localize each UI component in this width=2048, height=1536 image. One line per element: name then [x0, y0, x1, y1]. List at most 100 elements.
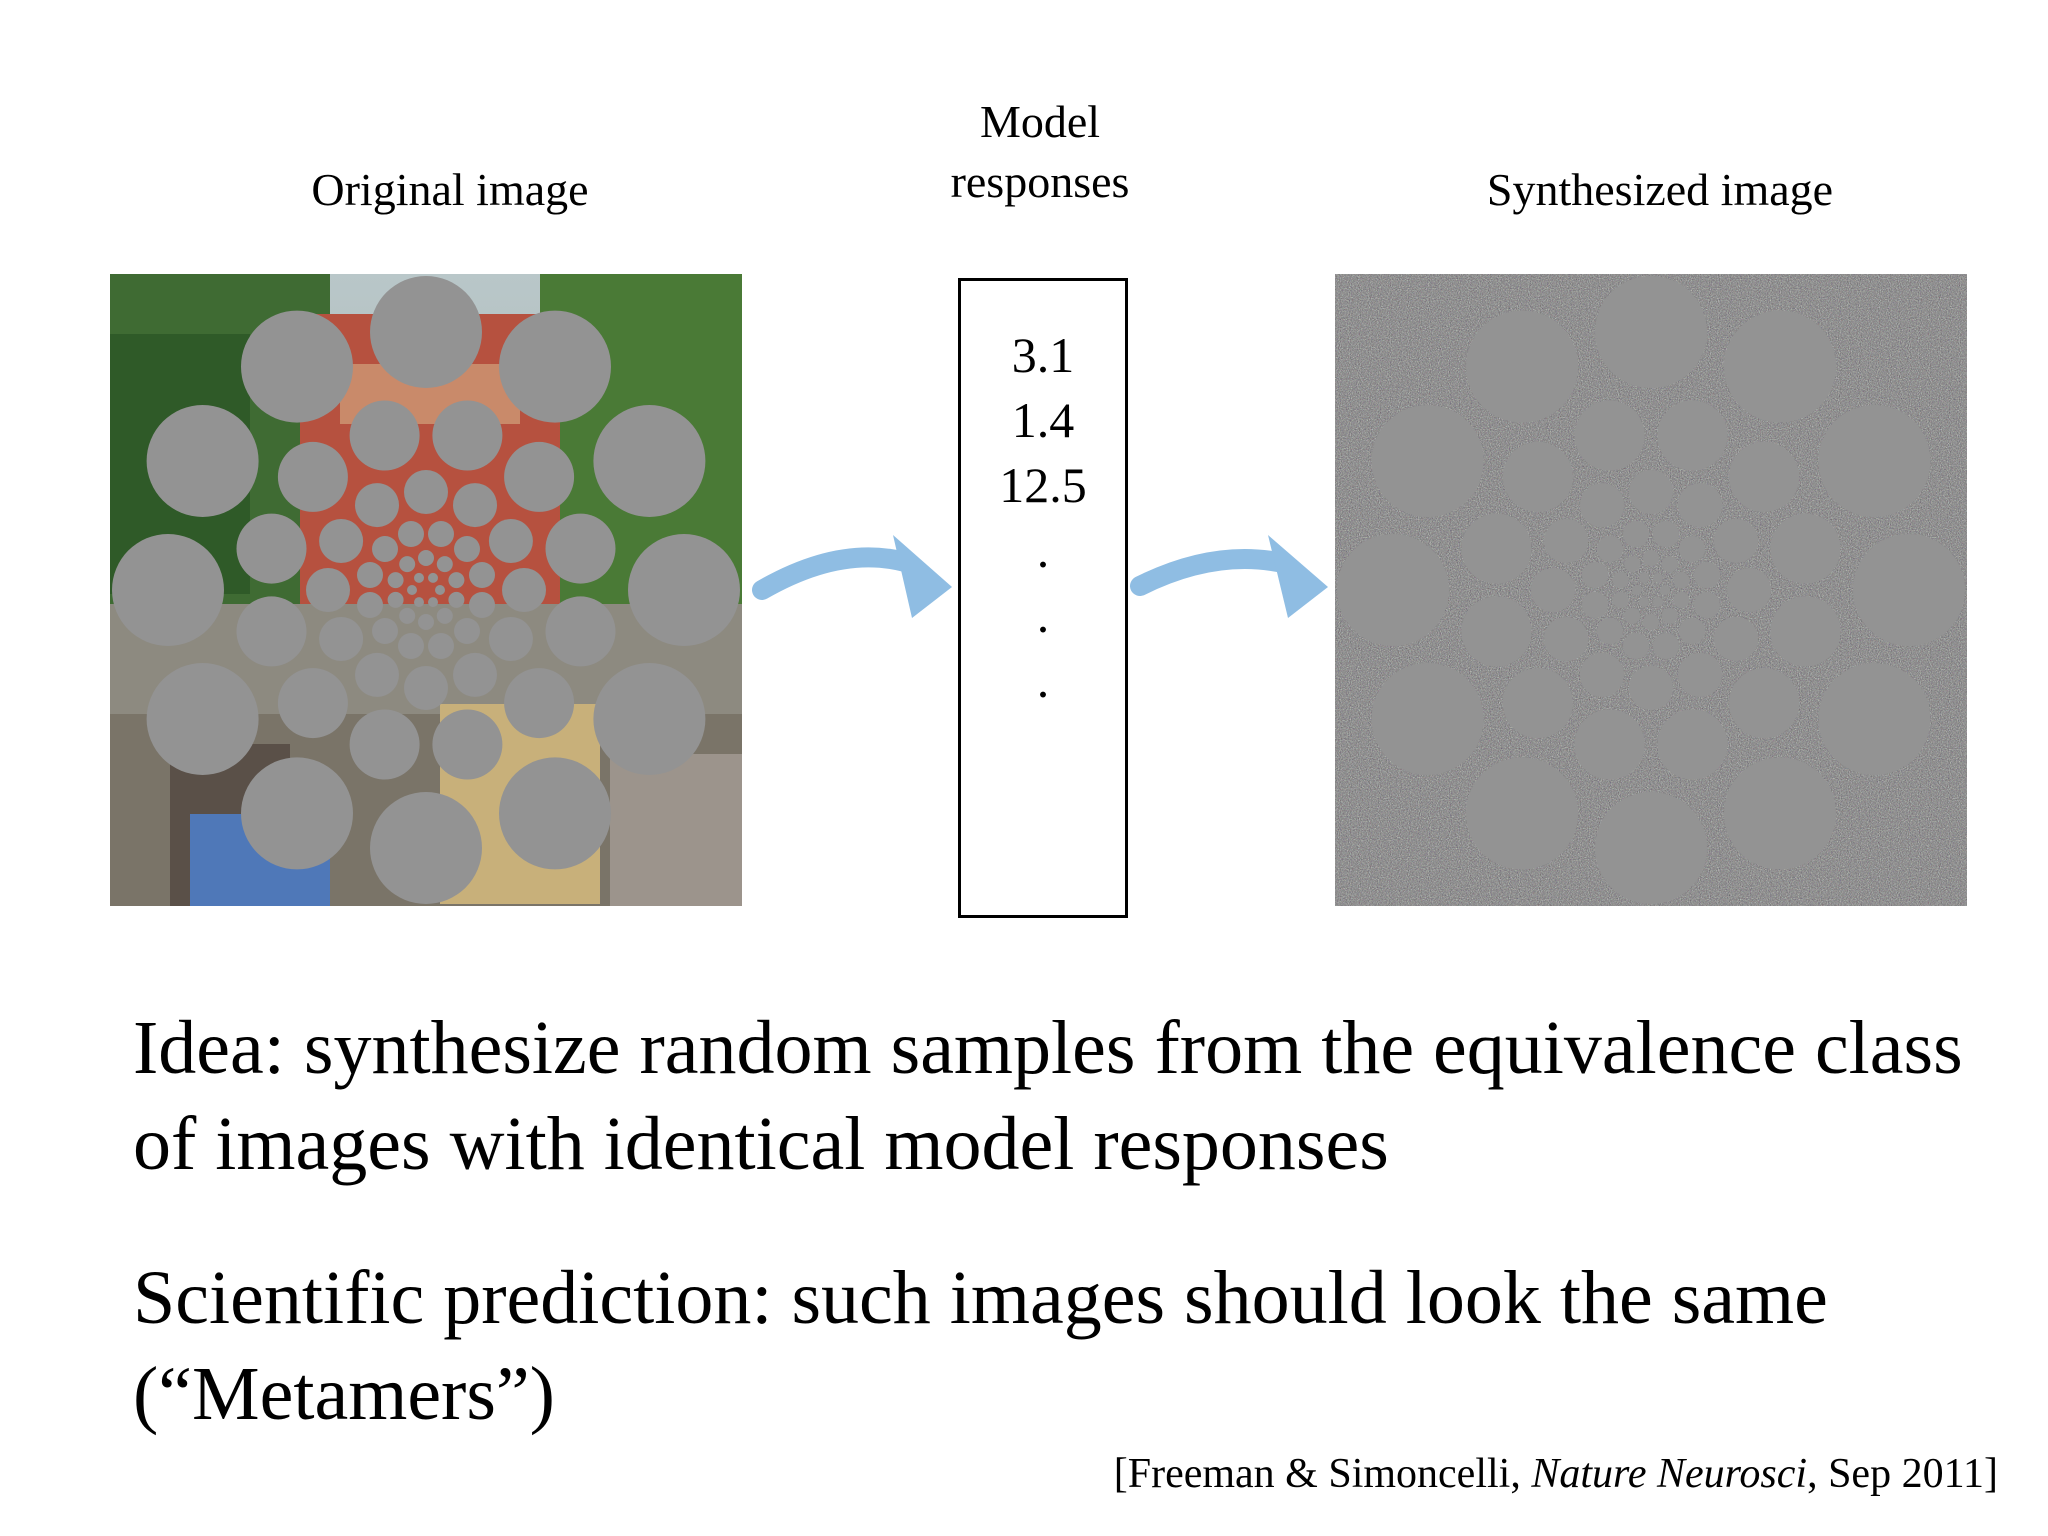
- synthesized-scene: [1335, 274, 1967, 906]
- pooling-disk: [370, 792, 482, 904]
- pooling-disk: [372, 536, 398, 562]
- pooling-disk: [432, 400, 503, 471]
- pooling-disk: [418, 614, 434, 630]
- pooling-disk: [545, 596, 616, 667]
- pooling-disks: [1337, 276, 1965, 904]
- citation: [Freeman & Simoncelli, Nature Neurosci, …: [1114, 1450, 1998, 1498]
- pooling-disk: [428, 597, 438, 608]
- pooling-disk: [488, 617, 533, 661]
- pooling-disk: [1694, 562, 1720, 588]
- pooling-disk: [1729, 441, 1800, 512]
- pooling-disk: [277, 668, 348, 739]
- pooling-disk: [1653, 521, 1679, 547]
- pooling-disk: [399, 607, 416, 624]
- pooling-disk: [545, 513, 616, 584]
- pooling-disk: [1466, 757, 1578, 870]
- pooling-disk: [453, 652, 497, 697]
- pooling-disk: [112, 534, 224, 646]
- pooling-disk: [355, 652, 399, 697]
- pooling-disk: [1582, 592, 1608, 618]
- pooling-disk: [502, 568, 546, 612]
- pooling-disk: [1724, 310, 1836, 423]
- pooling-disk: [349, 709, 420, 780]
- pooling-disk: [1818, 663, 1931, 775]
- pooling-disk: [1724, 757, 1836, 870]
- pooling-disk: [504, 441, 575, 512]
- pooling-disk: [1729, 668, 1800, 739]
- idea-text: Idea: synthesize random samples from the…: [133, 1006, 1963, 1186]
- pooling-disk: [1660, 585, 1670, 595]
- model-title-line-2: responses: [950, 155, 1130, 207]
- pooling-disk: [1679, 536, 1705, 562]
- pooling-disk: [469, 592, 495, 618]
- response-value: 12.5: [999, 457, 1087, 513]
- pooling-disk: [428, 572, 438, 583]
- pooling-disk: [1612, 572, 1629, 589]
- pooling-disk: [370, 276, 482, 388]
- pooling-disk: [1624, 607, 1641, 624]
- citation-suffix: , Sep 2011]: [1807, 1451, 1998, 1497]
- pooling-disk: [404, 470, 448, 514]
- pooling-disk: [1371, 405, 1484, 517]
- pooling-disk: [387, 591, 404, 608]
- pooling-disk: [236, 513, 307, 584]
- pooling-disk: [1544, 519, 1589, 563]
- pooling-disk: [593, 405, 706, 517]
- pooling-disk: [453, 483, 497, 528]
- pooling-disk: [277, 441, 348, 512]
- pooling-disk: [1643, 614, 1659, 630]
- response-ellipsis-dot: .: [1036, 522, 1050, 578]
- pooling-disk: [1531, 568, 1575, 612]
- pooling-disk: [306, 568, 350, 612]
- pooling-disk: [414, 597, 424, 608]
- pooling-disk: [1466, 310, 1578, 423]
- pooling-disk: [1612, 591, 1629, 608]
- pooling-disk: [1623, 521, 1649, 547]
- pooling-disk: [1580, 483, 1624, 528]
- pooling-disk: [1595, 792, 1707, 904]
- pooling-disk: [1624, 556, 1641, 573]
- pooling-disk: [319, 617, 364, 661]
- pooling-disk: [1713, 617, 1758, 661]
- pooling-disk: [1582, 562, 1608, 588]
- pooling-disk: [1678, 652, 1722, 697]
- response-value: 3.1: [1011, 327, 1075, 383]
- pooling-disk: [1595, 276, 1707, 388]
- pooling-disk: [1574, 400, 1645, 471]
- pooling-disks: [112, 276, 740, 904]
- pooling-disk: [146, 405, 259, 517]
- prediction-text: Scientific prediction: such images shoul…: [133, 1256, 1828, 1436]
- pooling-disk: [1597, 536, 1623, 562]
- pooling-disk: [1657, 709, 1728, 780]
- pooling-disk: [488, 519, 533, 563]
- pooling-disk: [593, 663, 706, 775]
- pooling-disk: [398, 633, 424, 659]
- pooling-disk: [372, 618, 398, 644]
- pooling-disk: [241, 310, 353, 423]
- pooling-disk: [448, 591, 465, 608]
- pooling-disk: [1678, 483, 1722, 528]
- pooling-disk: [432, 709, 503, 780]
- pooling-disk: [1639, 572, 1649, 583]
- response-ellipsis-dot: .: [1036, 587, 1050, 643]
- pooling-disk: [469, 562, 495, 588]
- pooling-disk: [435, 585, 445, 595]
- pooling-disk: [1694, 592, 1720, 618]
- pooling-disk: [1770, 596, 1841, 667]
- pooling-disk: [236, 596, 307, 667]
- pooling-disk: [1580, 652, 1624, 697]
- citation-prefix: [Freeman & Simoncelli,: [1113, 1451, 1532, 1497]
- pooling-disk: [355, 483, 399, 528]
- pooling-disk: [436, 556, 453, 573]
- pooling-disk: [1502, 668, 1573, 739]
- original-scene: [110, 274, 742, 906]
- pooling-disk: [1679, 618, 1705, 644]
- original-image: [110, 274, 742, 906]
- original-image-title: Original image: [311, 164, 589, 215]
- synthesized-image-title: Synthesized image: [1486, 164, 1834, 215]
- pooling-disk: [407, 585, 417, 595]
- pooling-disk: [628, 534, 740, 646]
- pooling-disk: [404, 666, 448, 710]
- synthesized-image: [1335, 274, 1967, 906]
- pooling-disk: [1818, 405, 1931, 517]
